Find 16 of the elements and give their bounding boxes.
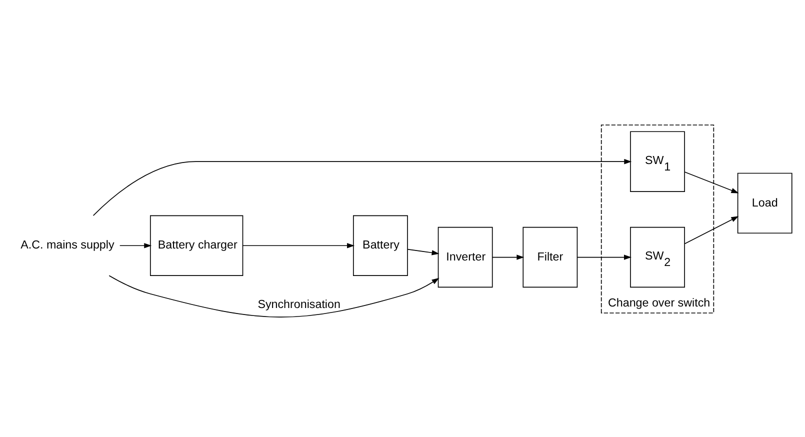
arrow	[92, 158, 632, 216]
arrow	[684, 216, 739, 244]
node-text: A.C. mains supply	[20, 238, 114, 252]
arrow	[407, 248, 440, 255]
node-box: Battery	[353, 214, 408, 276]
edge-label: Synchronisation	[258, 298, 340, 311]
arrow	[242, 242, 355, 248]
arrow	[492, 254, 524, 260]
arrow	[684, 171, 739, 193]
arrow	[108, 274, 440, 317]
arrow	[119, 242, 152, 248]
node-box: Load	[737, 172, 792, 234]
node-box: Battery charger	[150, 214, 244, 276]
arrow	[577, 254, 632, 260]
node-box: Inverter	[438, 226, 493, 288]
node-box: Filter	[522, 226, 578, 288]
